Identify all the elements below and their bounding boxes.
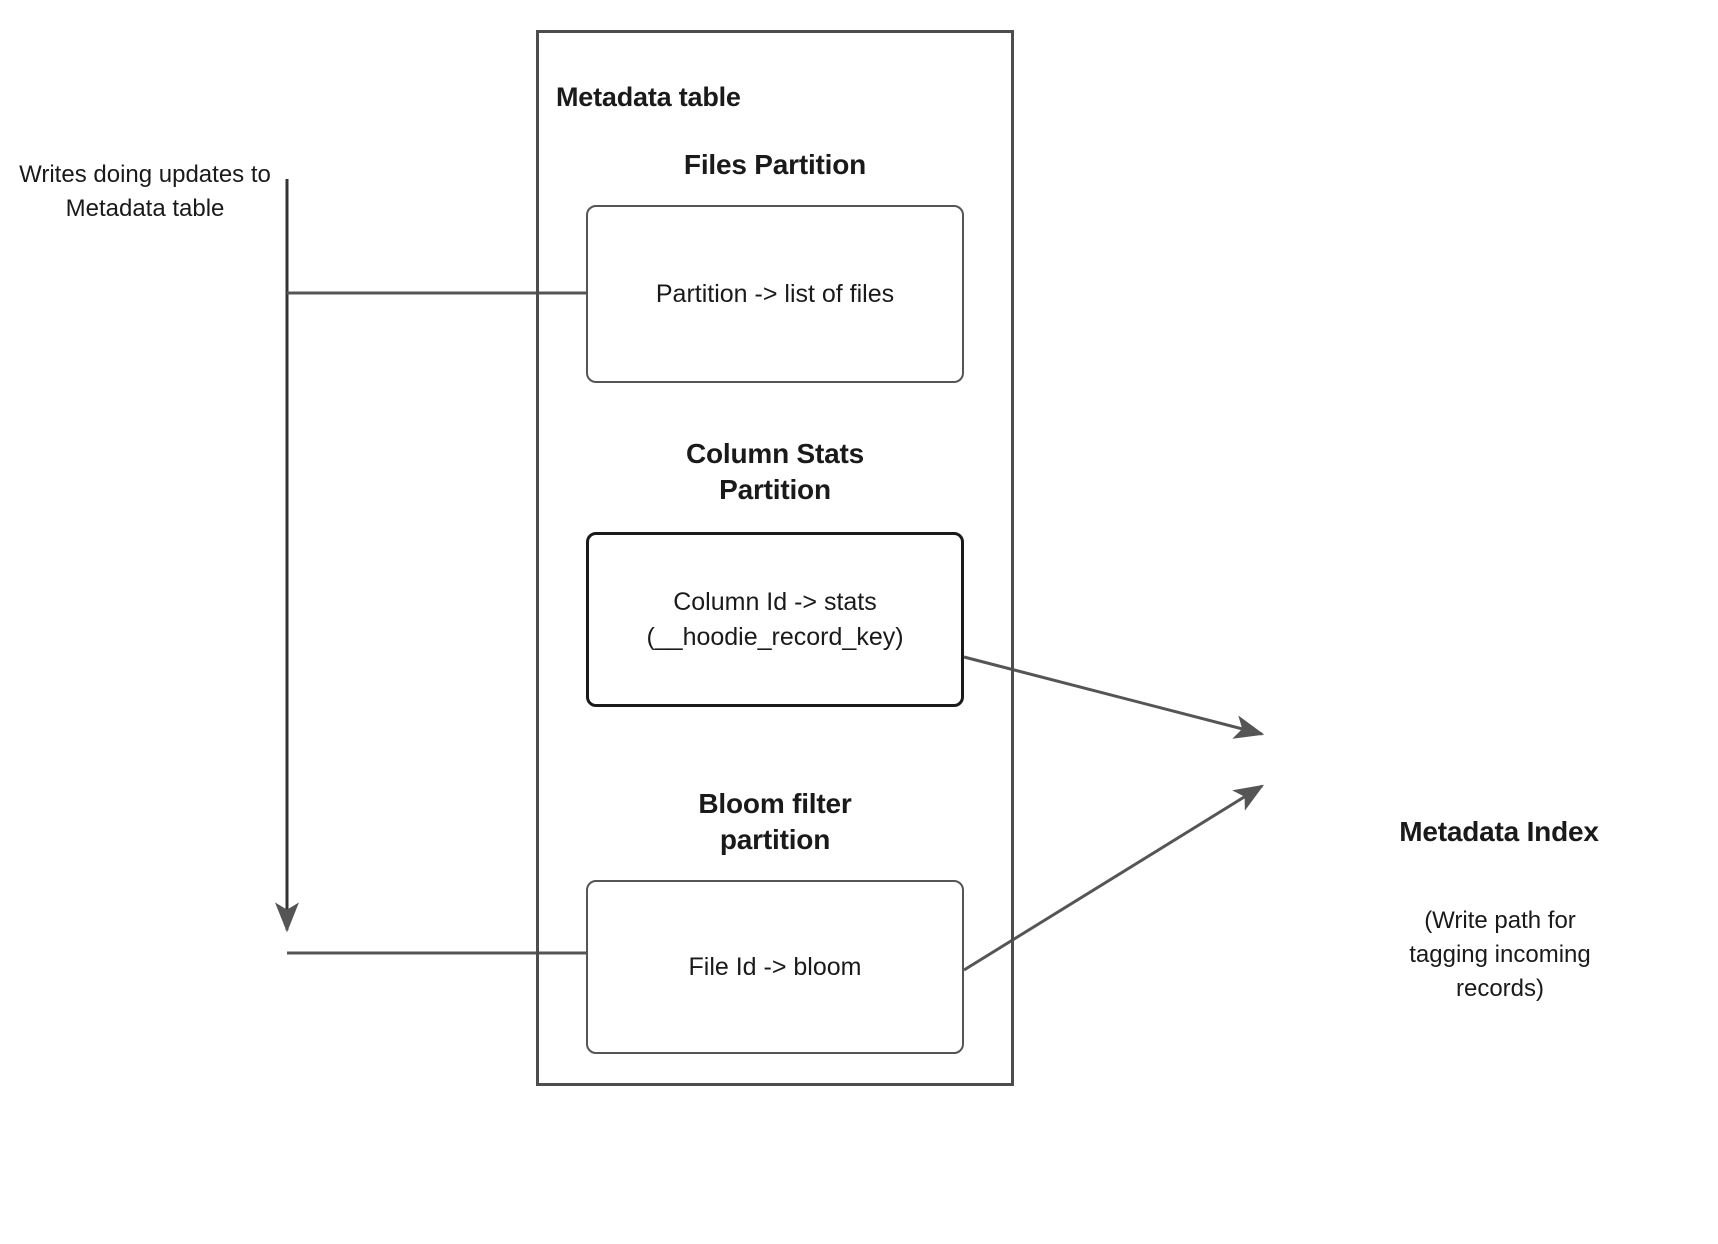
column-stats-partition-box-text: Column Id -> stats (__hoodie_record_key) [646,587,904,651]
bloom-filter-partition-box-text: File Id -> bloom [688,952,862,981]
metadata-index-description: (Write path for tagging incoming records… [1409,907,1591,1003]
metadata-index-title: Metadata Index [1399,816,1599,847]
metadata-table-title: Metadata table [556,82,741,112]
files-partition-heading: Files Partition [683,149,867,180]
bloom-filter-partition-box[interactable]: File Id -> bloom [586,880,964,1054]
column-stats-partition-box[interactable]: Column Id -> stats (__hoodie_record_key) [586,532,964,707]
writes-note-label: Writes doing updates to Metadata table [19,161,271,223]
bloom-filter-partition-heading: Bloom filter partition [698,788,852,856]
files-partition-box[interactable]: Partition -> list of files [586,205,964,383]
metadata-table-container [536,30,1014,1086]
files-partition-box-text: Partition -> list of files [655,279,895,308]
column-stats-partition-heading: Column Stats Partition [685,438,865,506]
